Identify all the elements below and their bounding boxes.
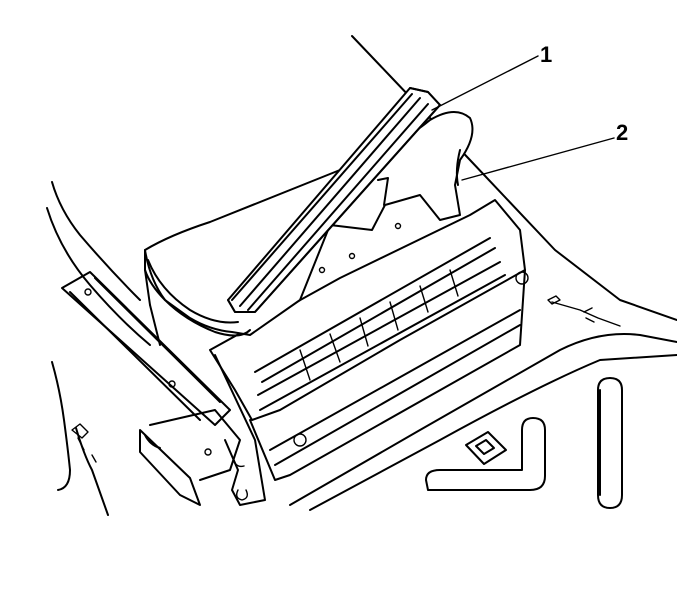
- frame-cross-members: [254, 222, 496, 383]
- floor-stamping: [425, 377, 623, 509]
- seat-frame: [209, 199, 529, 506]
- left-rail-bracket: [61, 271, 241, 506]
- callout-1-leader: [431, 55, 539, 111]
- callout-1-label: 1: [540, 42, 552, 67]
- callout-2-label: 2: [616, 120, 628, 145]
- callout-leaders: [431, 55, 615, 181]
- seat-track-trim: [227, 87, 441, 313]
- callout-2-leader: [461, 137, 615, 181]
- right-hardware: [547, 295, 621, 327]
- body-panel-outlines: [46, 35, 677, 511]
- wire-harness-left: [51, 361, 109, 516]
